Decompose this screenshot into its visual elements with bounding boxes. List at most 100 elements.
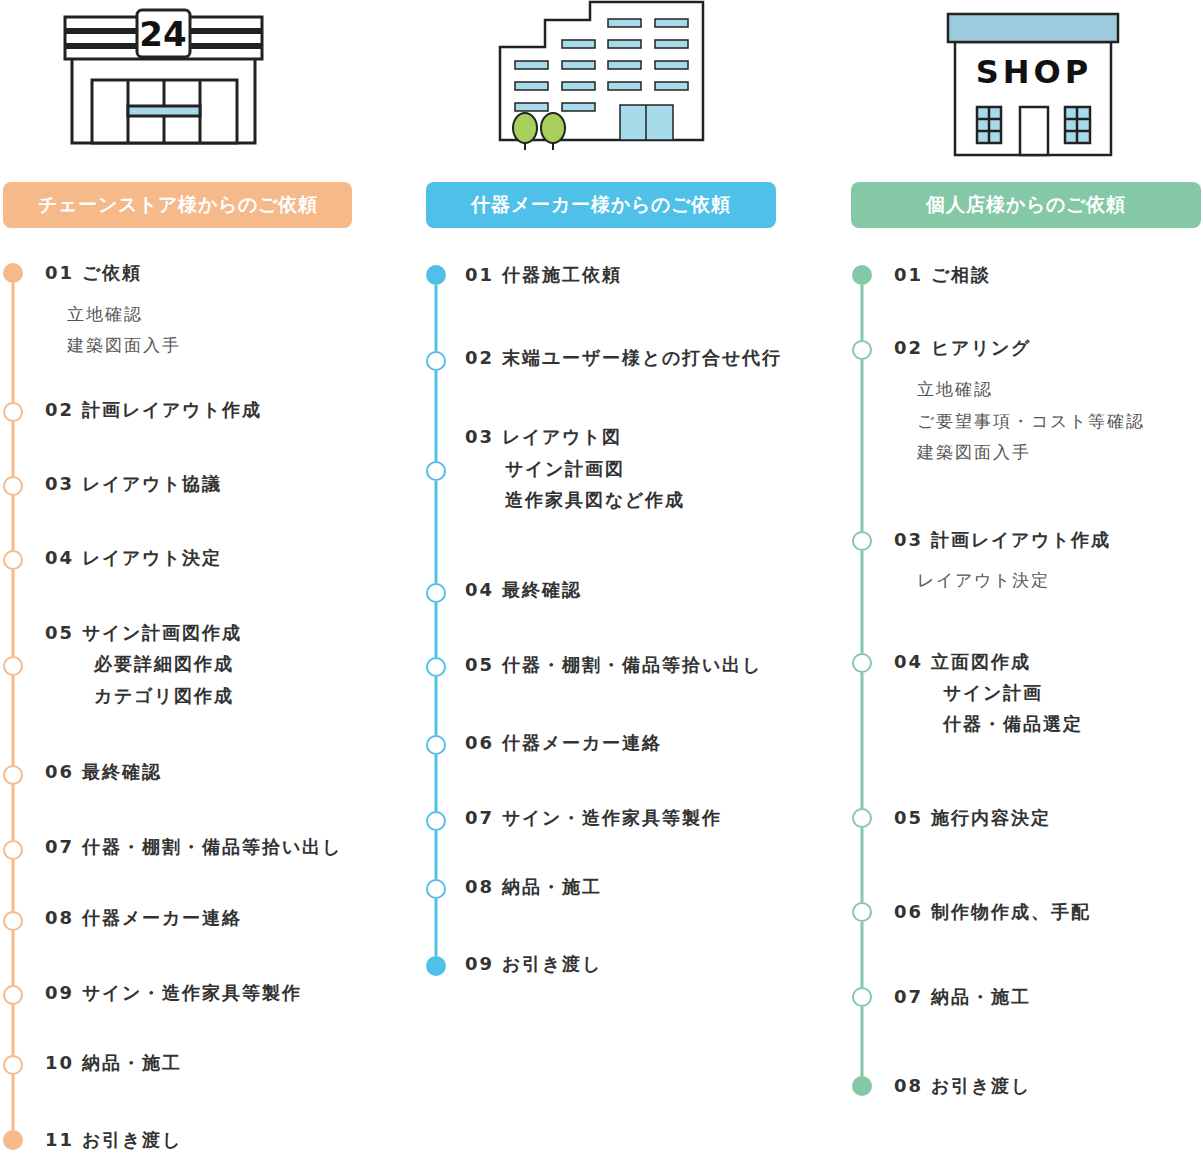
step-title: 04 最終確認	[465, 578, 582, 602]
step-dot	[426, 461, 446, 481]
flow-step: 05 サイン計画図作成必要詳細図作成カテゴリ図作成	[1, 619, 245, 710]
step-dot	[3, 550, 23, 570]
step-title: 01 ご依頼	[45, 261, 142, 285]
step-dot	[426, 811, 446, 831]
step-title: 07 サイン・造作家具等製作	[465, 806, 722, 830]
timeline-connector	[435, 677, 438, 735]
timeline-connector	[12, 283, 15, 402]
flow-step: 08 納品・施工	[424, 873, 605, 901]
step-title: 05 サイン計画図作成	[45, 621, 242, 645]
shop-sign: SHOP	[976, 56, 1092, 88]
step-dot	[852, 808, 872, 828]
flow-step: 08 お引き渡し	[850, 1072, 1034, 1100]
timeline-connector	[435, 603, 438, 657]
step-title: 06 最終確認	[45, 760, 162, 784]
step-title: 09 サイン・造作家具等製作	[45, 981, 302, 1005]
flow-step: 10 納品・施工	[1, 1049, 185, 1077]
timeline-connector	[12, 1005, 15, 1055]
timeline-connector	[12, 931, 15, 985]
timeline-connector	[861, 551, 864, 653]
step-detail: 什器・備品選定	[943, 712, 1083, 736]
timeline-connector	[12, 570, 15, 656]
timeline-connector	[12, 422, 15, 476]
step-dot	[426, 735, 446, 755]
step-title: 11 お引き渡し	[45, 1128, 182, 1152]
step-title: 03 レイアウト協議	[45, 472, 222, 496]
step-title: 05 施行内容決定	[894, 806, 1051, 830]
step-title: 04 立面図作成	[894, 650, 1031, 674]
step-title: 02 計画レイアウト作成	[45, 398, 262, 422]
timeline-connector	[435, 371, 438, 461]
step-detail: 造作家具図など作成	[505, 488, 685, 512]
header-text: チェーンストア様からのご依頼	[38, 192, 318, 218]
step-detail: サイン計画	[943, 681, 1043, 705]
flow-step: 09 サイン・造作家具等製作	[1, 979, 305, 1007]
flow-step: 02 計画レイアウト作成	[1, 396, 265, 424]
step-detail: 立地確認	[917, 377, 993, 401]
flow-step: 01 ご相談	[850, 261, 994, 289]
step-dot	[426, 265, 446, 285]
step-title: 02 ヒアリング	[894, 336, 1031, 360]
step-dot	[3, 1055, 23, 1075]
step-dot	[852, 265, 872, 285]
timeline-connector	[435, 285, 438, 351]
step-dot	[3, 656, 23, 676]
flow-step: 06 最終確認	[1, 758, 165, 787]
step-title: 01 什器施工依頼	[465, 263, 622, 287]
step-title: 07 納品・施工	[894, 985, 1031, 1009]
step-dot	[3, 985, 23, 1005]
timeline-connector	[861, 673, 864, 808]
header-text: 什器メーカー様からのご依頼	[471, 192, 731, 218]
step-dot	[3, 911, 23, 931]
step-title: 08 お引き渡し	[894, 1074, 1031, 1098]
timeline-connector	[12, 496, 15, 550]
flow-step: 08 什器メーカー連絡	[1, 904, 245, 933]
flow-step: 04 最終確認	[424, 576, 585, 605]
step-dot	[426, 879, 446, 899]
flow-step: 03 レイアウト協議	[1, 470, 225, 498]
flow-step: 03 レイアウト図サイン計画図造作家具図など作成	[424, 423, 687, 514]
category-header: チェーンストア様からのご依頼	[3, 182, 352, 228]
step-title: 08 什器メーカー連絡	[45, 906, 242, 930]
timeline-connector	[12, 785, 15, 840]
step-dot	[3, 840, 23, 860]
step-dot	[426, 657, 446, 677]
step-dot	[852, 987, 872, 1007]
step-detail: 建築図面入手	[917, 440, 1031, 464]
category-header: 什器メーカー様からのご依頼	[426, 182, 776, 228]
timeline-connector	[861, 1007, 864, 1076]
timeline-connector	[12, 860, 15, 911]
step-dot	[852, 340, 872, 360]
step-dot	[3, 476, 23, 496]
step-title: 07 什器・棚割・備品等拾い出し	[45, 835, 342, 859]
flow-step: 07 サイン・造作家具等製作	[424, 804, 725, 833]
step-detail: サイン計画図	[505, 457, 625, 481]
flow-step: 07 納品・施工	[850, 983, 1034, 1011]
step-dot	[3, 263, 23, 283]
timeline-connector	[861, 922, 864, 987]
flow-step: 07 什器・棚割・備品等拾い出し	[1, 833, 345, 862]
step-dot	[852, 1076, 872, 1096]
timeline-connector	[861, 828, 864, 902]
flow-step: 02 末端ユーザー様との打合せ代行	[424, 344, 785, 373]
step-title: 06 什器メーカー連絡	[465, 731, 662, 755]
step-dot	[426, 583, 446, 603]
step-title: 03 レイアウト図	[465, 425, 622, 449]
timeline-connector	[435, 899, 438, 956]
flow-step: 01 什器施工依頼	[424, 261, 625, 289]
step-title: 10 納品・施工	[45, 1051, 182, 1075]
flow-step: 05 什器・棚割・備品等拾い出し	[424, 651, 765, 679]
timeline-connector	[435, 831, 438, 879]
step-dot	[426, 351, 446, 371]
step-title: 05 什器・棚割・備品等拾い出し	[465, 653, 762, 677]
flow-step: 03 計画レイアウト作成レイアウト決定	[850, 526, 1114, 594]
timeline-connector	[435, 481, 438, 583]
store-sign-number: 24	[139, 17, 186, 51]
flow-step: 02 ヒアリング立地確認ご要望事項・コスト等確認建築図面入手	[850, 334, 1147, 466]
category-header: 個人店様からのご依頼	[851, 182, 1201, 228]
flow-step: 01 ご依頼立地確認建築図面入手	[1, 259, 183, 359]
convenience-store-icon	[65, 10, 262, 143]
shop-icon	[948, 14, 1118, 155]
